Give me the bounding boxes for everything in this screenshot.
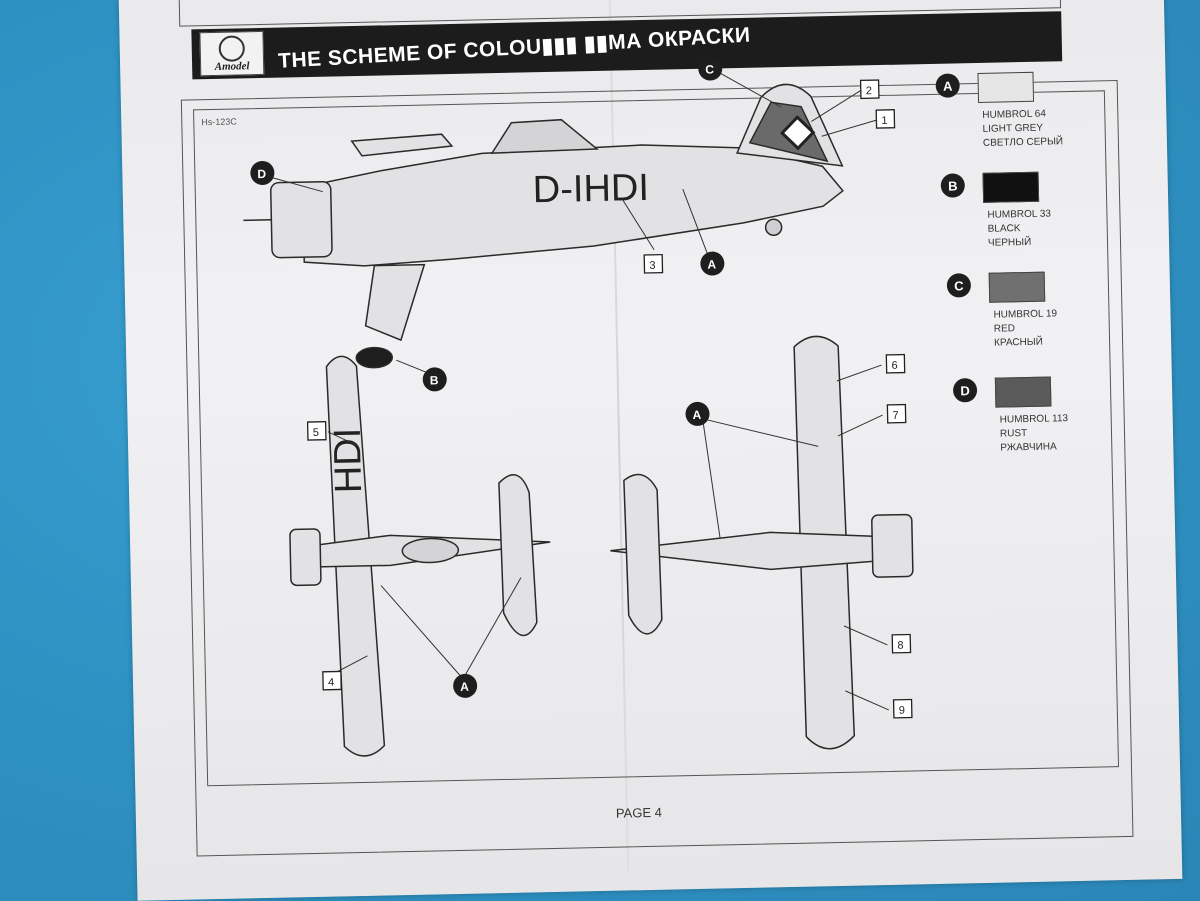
callout-5: 5 xyxy=(313,427,319,439)
swatch-rust xyxy=(994,376,1052,408)
instruction-sheet: Amodel THE SCHEME OF COLOU▮▮▮ ▮▮МА ОКРАС… xyxy=(118,0,1183,901)
legend-d-code: HUMBROL 113 xyxy=(999,413,1069,426)
legend-b-ru: ЧЕРНЫЙ xyxy=(987,236,1032,249)
bottom-tail-plane xyxy=(623,473,663,635)
callout-boxes xyxy=(306,79,913,719)
badge-a-bottom: A xyxy=(692,408,701,422)
legend-text-d: HUMBROL 113 RUST РЖАВЧИНА xyxy=(1000,412,1069,455)
side-registration: D-IHDI xyxy=(532,167,649,211)
badge-d-side: D xyxy=(257,167,266,181)
swatch-light-grey xyxy=(977,71,1035,103)
legend-b-code: HUMBROL 33 xyxy=(987,208,1052,221)
swatch-black xyxy=(982,171,1040,203)
swatch-red xyxy=(988,271,1046,303)
top-engine xyxy=(289,528,322,587)
legend-d-en: RUST xyxy=(999,428,1028,440)
side-view xyxy=(243,83,844,369)
side-landing-gear xyxy=(364,263,426,342)
side-wheel xyxy=(355,346,394,369)
legend-c-code: HUMBROL 19 xyxy=(993,308,1058,321)
side-upper-wing xyxy=(350,133,454,157)
leader-lines xyxy=(272,72,889,711)
side-engine-cowl xyxy=(270,180,333,259)
top-view xyxy=(289,355,551,757)
callout-9: 9 xyxy=(899,705,905,717)
bottom-view xyxy=(610,335,914,750)
legend-c-ru: КРАСНЫЙ xyxy=(993,336,1043,349)
top-cockpit xyxy=(401,537,460,564)
legend-text-a: HUMBROL 64 LIGHT GREY СВЕТЛО СЕРЫЙ xyxy=(982,107,1063,151)
top-registration: HDI xyxy=(327,427,370,493)
callout-6: 6 xyxy=(891,360,897,372)
bottom-engine xyxy=(871,513,914,578)
badge-a-top: A xyxy=(460,680,469,694)
callout-2: 2 xyxy=(866,85,872,97)
badge-c-side: C xyxy=(705,62,714,76)
paint-badges: C D A B A A xyxy=(250,56,725,698)
aircraft-drawings: D-IHDI HDI C D A B A xyxy=(243,56,914,757)
callout-7: 7 xyxy=(892,410,898,422)
legend-b-en: BLACK xyxy=(987,223,1021,235)
side-tail-wheel xyxy=(764,218,783,237)
legend-c-en: RED xyxy=(993,323,1016,335)
callout-3: 3 xyxy=(649,260,655,272)
callout-numbers: 2 1 3 4 5 6 7 8 9 xyxy=(313,85,905,717)
callout-1: 1 xyxy=(881,115,887,127)
callout-4: 4 xyxy=(328,677,334,689)
legend-text-b: HUMBROL 33 BLACK ЧЕРНЫЙ xyxy=(987,207,1051,250)
diamond-marking-icon xyxy=(779,115,816,151)
top-tail-plane xyxy=(498,474,538,636)
badge-a-side: A xyxy=(707,257,716,271)
side-cockpit xyxy=(490,118,599,154)
legend-d-ru: РЖАВЧИНА xyxy=(1000,441,1057,454)
callout-8: 8 xyxy=(897,640,903,652)
legend-a-ru: СВЕТЛО СЕРЫЙ xyxy=(982,136,1064,149)
badge-b-side: B xyxy=(430,373,439,387)
legend-text-c: HUMBROL 19 RED КРАСНЫЙ xyxy=(993,307,1057,350)
